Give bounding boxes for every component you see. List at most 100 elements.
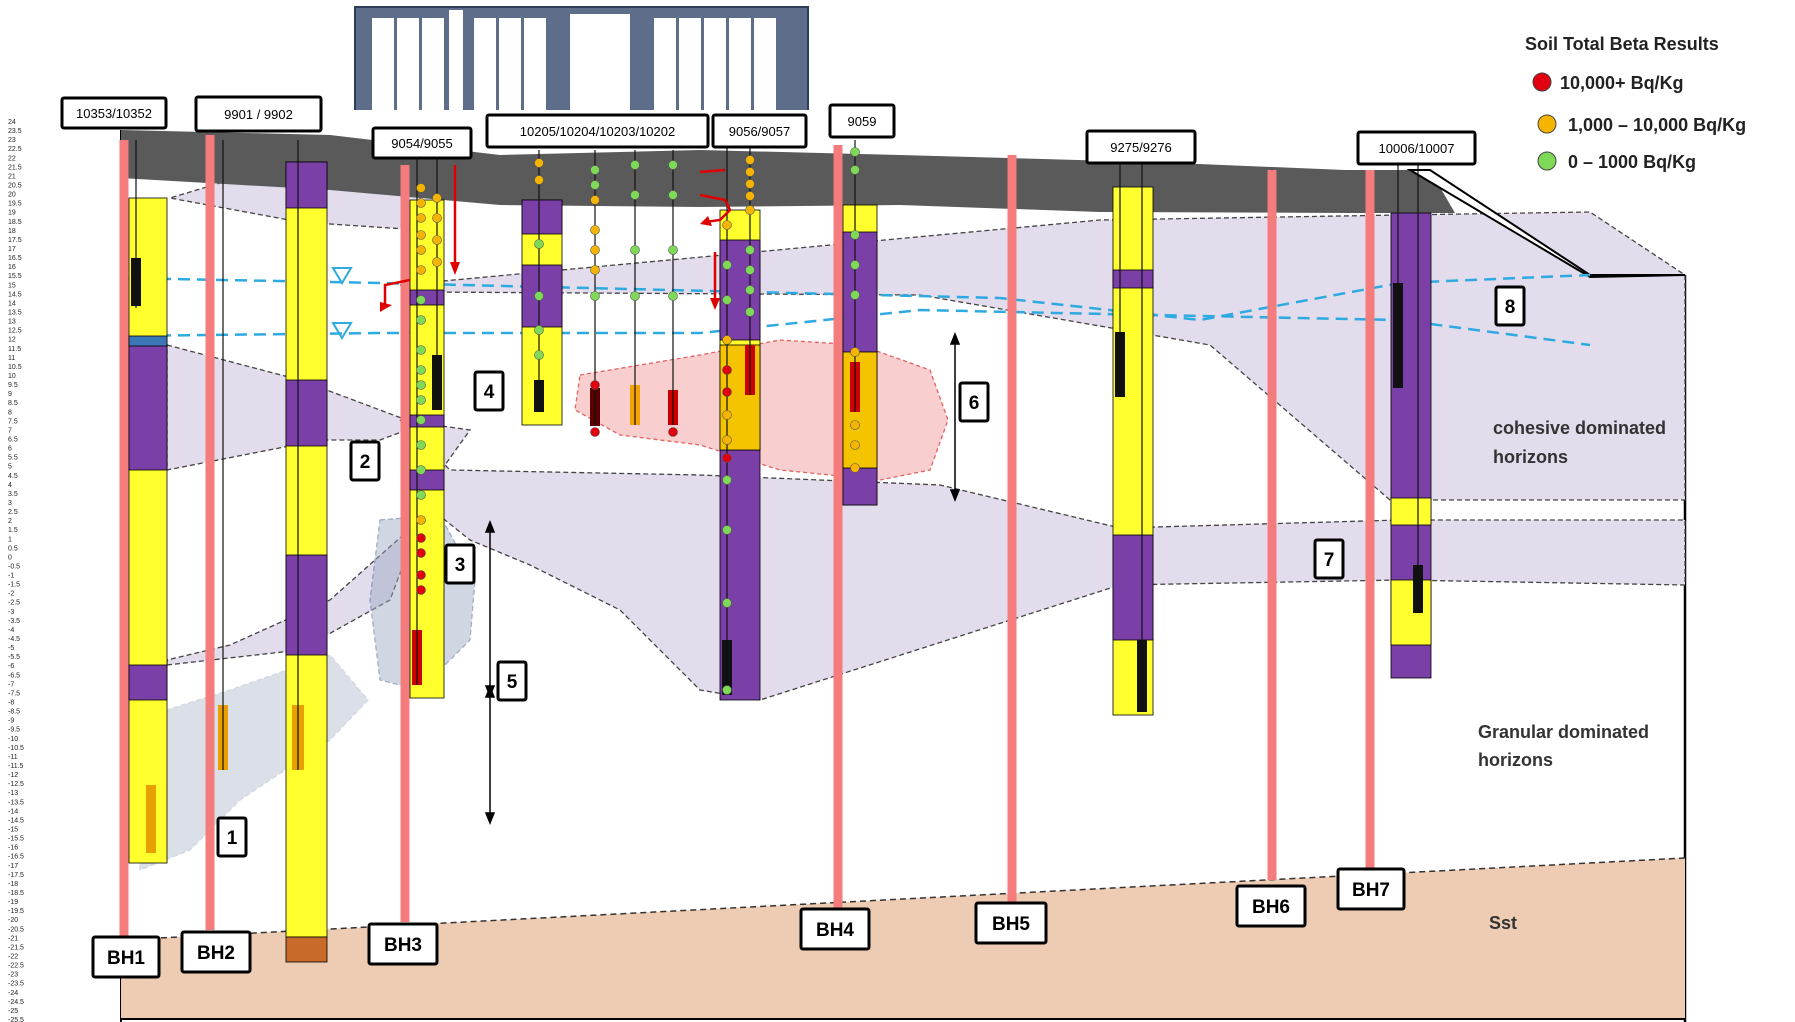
sample-label-box: 9056/9057: [711, 113, 808, 149]
column-bh2-cohesive-c: [285, 554, 328, 656]
column-bh3-cohesive-a: [409, 289, 445, 306]
depth-tick: -23.5: [8, 981, 24, 988]
annotation-marker: 5: [496, 660, 528, 702]
zone-cohesive-line2: horizons: [1493, 447, 1568, 467]
sample-dots: [416, 147, 860, 695]
depth-tick: -9: [8, 718, 14, 725]
depth-tick: -22.5: [8, 963, 24, 970]
depth-tick: 12.5: [8, 328, 22, 335]
depth-tick: -18.5: [8, 890, 24, 897]
sample-label-text: 9059: [848, 114, 877, 129]
depth-tick: 13: [8, 319, 16, 326]
depth-tick: 16.5: [8, 255, 22, 262]
depth-tick: -25.5: [8, 1017, 24, 1022]
depth-tick: -11: [8, 754, 18, 761]
annotation-marker: 4: [473, 370, 505, 412]
depth-tick: 7: [8, 427, 12, 434]
column-bh2-cohesive-a: [285, 161, 328, 209]
legend-dot-high: [1532, 72, 1552, 92]
migration-arrows: [380, 165, 732, 312]
sample-label-box: 9275/9276: [1085, 129, 1197, 165]
depth-tick: 21.5: [8, 164, 22, 171]
depth-tick: -19: [8, 899, 18, 906]
sample-label-box: 10353/10352: [60, 96, 168, 130]
borehole-label: BH3: [367, 922, 439, 966]
depth-tick: -21.5: [8, 944, 24, 951]
depth-tick: 24: [8, 119, 16, 126]
depth-tick: 8.5: [8, 400, 18, 407]
annotation-marker: 1: [216, 816, 248, 858]
borehole-label-text: BH4: [816, 920, 854, 941]
borehole-label-text: BH2: [197, 943, 235, 964]
depth-tick: -7.5: [8, 690, 20, 697]
depth-tick: -13: [8, 790, 18, 797]
borehole-label: BH7: [1336, 867, 1406, 911]
water-table-upper: [120, 273, 1591, 322]
depth-tick: 22.5: [8, 146, 22, 153]
depth-tick: -2: [8, 591, 14, 598]
column-10006-granular-b: [1390, 579, 1432, 646]
sample-label-box: 9901 / 9902: [194, 95, 323, 133]
depth-tick: 4: [8, 482, 12, 489]
annotation-marker: 7: [1313, 538, 1345, 580]
depth-tick: -4.5: [8, 636, 20, 643]
depth-tick: -1: [8, 573, 14, 580]
annotation-number: 3: [455, 555, 466, 576]
depth-tick: -6.5: [8, 672, 20, 679]
depth-tick: -1.5: [8, 582, 20, 589]
annotation-number: 2: [360, 452, 371, 473]
legend-dot-low: [1537, 151, 1557, 171]
depth-tick: 7.5: [8, 418, 18, 425]
depth-tick: 6: [8, 446, 12, 453]
depth-tick: -8.5: [8, 709, 20, 716]
column-bh2-granular: [285, 161, 328, 938]
depth-tick: 0: [8, 554, 12, 561]
depth-tick: -20.5: [8, 926, 24, 933]
zone-granular-line2: horizons: [1478, 750, 1553, 770]
depth-tick: 11: [8, 355, 15, 362]
column-10006-granular-a: [1390, 497, 1432, 526]
depth-tick: 2: [8, 518, 12, 525]
depth-tick: -20: [8, 917, 18, 924]
depth-tick: 3.5: [8, 491, 18, 498]
depth-tick: -5.5: [8, 654, 20, 661]
borehole-label: BH4: [799, 907, 871, 951]
column-9275-cohesive-b: [1112, 534, 1154, 641]
depth-tick: -4: [8, 627, 14, 634]
depth-tick: -16.5: [8, 854, 24, 861]
thickness-arrows: [484, 331, 961, 826]
depth-tick: 17: [8, 246, 16, 253]
depth-tick: 6.5: [8, 436, 18, 443]
depth-tick: 23: [8, 137, 16, 144]
annotation-number: 6: [969, 393, 980, 414]
depth-tick: 9: [8, 391, 12, 398]
depth-tick: 5: [8, 464, 12, 471]
depth-tick: 0.5: [8, 545, 18, 552]
depth-tick: -2.5: [8, 600, 20, 607]
annotation-number: 7: [1324, 550, 1335, 571]
annotation-number: 1: [227, 828, 238, 849]
sample-label-text: 10205/10204/10203/10202: [520, 124, 675, 139]
depth-tick: -16: [8, 845, 18, 852]
legend-label-medium: 1,000 – 10,000 Bq/Kg: [1568, 115, 1746, 135]
depth-tick: -11.5: [8, 763, 24, 770]
depth-tick: 15: [8, 282, 16, 289]
depth-tick: -3.5: [8, 618, 20, 625]
well-casings: [135, 140, 1419, 770]
depth-tick: -13.5: [8, 799, 24, 806]
borehole-label-text: BH1: [107, 948, 145, 969]
water-table-marker-lower: [331, 322, 353, 340]
depth-tick: 13.5: [8, 309, 22, 316]
sample-label-text: 9901 / 9902: [224, 107, 293, 122]
zone-cohesive-line1: cohesive dominated: [1493, 418, 1666, 438]
depth-tick: 18.5: [8, 219, 22, 226]
depth-tick: -15: [8, 827, 18, 834]
depth-tick: -24.5: [8, 999, 24, 1006]
depth-tick: 3: [8, 500, 12, 507]
depth-tick: -23: [8, 972, 18, 979]
sample-label-text: 10353/10352: [76, 106, 152, 121]
depth-tick: -10.5: [8, 745, 24, 752]
depth-tick: 20.5: [8, 182, 22, 189]
